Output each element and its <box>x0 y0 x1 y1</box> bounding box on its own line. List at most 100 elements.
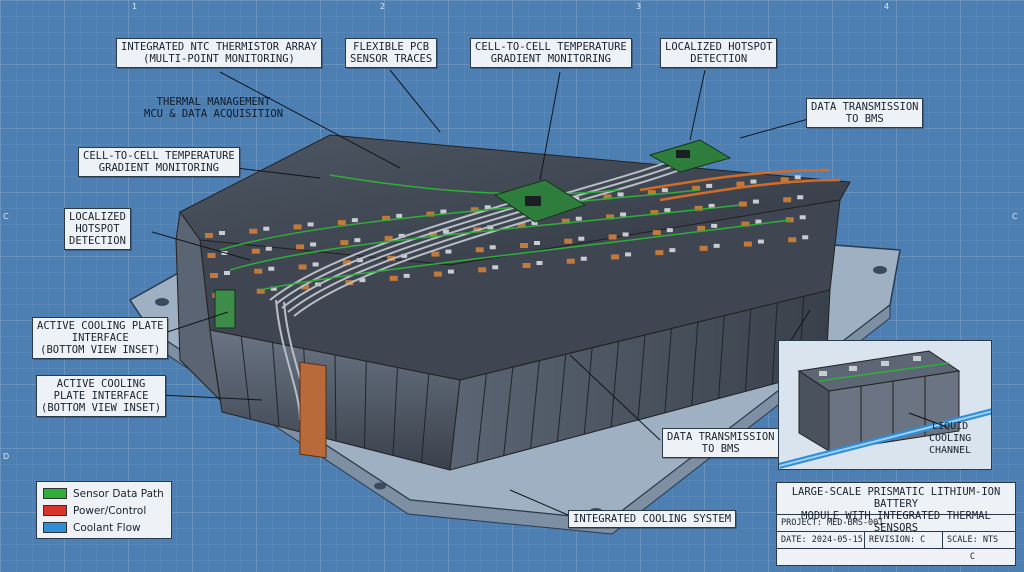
callout-line: GRADIENT MONITORING <box>490 53 611 65</box>
cell-terminal <box>536 261 543 265</box>
cell-terminal <box>442 229 449 234</box>
cell-terminal <box>354 238 361 243</box>
cell-terminal <box>342 260 351 266</box>
cell-terminal <box>426 211 435 217</box>
cell-terminal <box>799 215 806 220</box>
callout-data-bms-bottom: DATA TRANSMISSION TO BMS <box>662 428 780 458</box>
callout-integrated-cooling: INTEGRATED COOLING SYSTEM <box>568 510 737 528</box>
leader-lines <box>142 69 813 516</box>
cell-terminal <box>780 177 789 183</box>
cell-terminal <box>578 236 585 241</box>
cell-terminal <box>573 196 580 201</box>
cell-terminal <box>298 264 307 270</box>
cell-divider <box>610 341 620 428</box>
cell-terminal <box>301 284 310 290</box>
cell-terminal <box>492 265 499 270</box>
cell-terminal <box>750 179 757 184</box>
power-lines <box>639 168 841 202</box>
callout-line: ACTIVE COOLING <box>56 378 146 390</box>
cell-terminal <box>794 175 801 180</box>
legend-label: Sensor Data Path <box>73 487 164 500</box>
cell-terminal <box>611 254 620 260</box>
cell-terminal <box>401 253 408 258</box>
cell-terminal <box>520 243 528 248</box>
cell-terminal <box>440 209 447 214</box>
cell-terminal <box>706 183 713 188</box>
legend-item-coolant: Coolant Flow <box>43 519 165 536</box>
cell-divider <box>421 373 430 463</box>
legend-swatch <box>43 488 67 499</box>
drawing-date: DATE: 2024-05-15 <box>777 532 865 548</box>
legend-item-power: Power/Control <box>43 502 165 519</box>
cell-terminal <box>741 221 750 227</box>
cell-terminal <box>617 192 624 197</box>
cell-terminal <box>296 244 305 250</box>
cell-terminal <box>293 224 302 230</box>
callout-gradient-left: CELL-TO-CELL TEMPERATURE GRADIENT MONITO… <box>78 147 240 177</box>
side-connector <box>299 361 327 459</box>
callout-line: (BOTTOM VIEW INSET) <box>40 344 161 356</box>
callout-line: THERMAL MANAGEMENT <box>156 96 271 108</box>
cell-terminal <box>655 250 664 256</box>
cell-terminal <box>489 245 496 250</box>
callout-line: ACTIVE COOLING PLATE <box>37 320 164 332</box>
drawing-revision: REVISION: C <box>865 532 943 548</box>
cell-terminal <box>337 220 346 226</box>
legend-label: Coolant Flow <box>73 521 141 534</box>
cell-terminal <box>713 243 720 248</box>
callout-line: CELL-TO-CELL TEMPERATURE <box>83 150 235 162</box>
cell-terminal <box>603 194 612 200</box>
cell-terminal <box>224 271 230 275</box>
ruler-mark: 1 <box>132 2 138 11</box>
cell-terminal <box>254 268 263 274</box>
callout-line: DATA TRANSMISSION <box>667 431 775 443</box>
cell-terminal <box>694 205 703 211</box>
cell-terminal <box>561 218 570 224</box>
cell-terminal <box>433 271 442 277</box>
side-pcb <box>214 289 236 329</box>
cell-terminal <box>447 269 454 274</box>
cell-terminal <box>470 207 479 213</box>
cell-terminal <box>351 218 358 223</box>
title-block: LARGE-SCALE PRISMATIC LITHIUM-ION BATTER… <box>776 482 1016 566</box>
cell-divider <box>637 334 646 421</box>
sensor-traces <box>219 174 791 291</box>
cell-terminal <box>738 201 747 207</box>
cell-terminal <box>650 210 659 216</box>
callout-hotspot-left: LOCALIZED HOTSPOT DETECTION <box>64 208 131 250</box>
cell-terminal <box>210 273 218 278</box>
legend-swatch <box>43 522 67 533</box>
cell-terminal <box>788 237 797 243</box>
callout-line: COOLING <box>929 433 972 444</box>
callout-line: HOTSPOT <box>75 223 120 235</box>
callout-line: (MULTI-POINT MONITORING) <box>143 53 295 65</box>
callout-line: DETECTION <box>69 235 126 247</box>
cell-divider <box>530 360 540 449</box>
cell-divider <box>392 367 398 456</box>
cell-terminal <box>692 185 701 191</box>
callout-line: TO BMS <box>701 443 740 455</box>
cell-terminal <box>622 232 629 237</box>
callout-gradient-top: CELL-TO-CELL TEMPERATURE GRADIENT MONITO… <box>470 38 632 68</box>
callout-cooling-plate-2: ACTIVE COOLING PLATE INTERFACE (BOTTOM V… <box>36 375 167 417</box>
callout-hotspot-top: LOCALIZED HOTSPOT DETECTION <box>660 38 778 68</box>
date-row: DATE: 2024-05-15 REVISION: C SCALE: NTS <box>777 532 1015 549</box>
callout-line: LOCALIZED HOTSPOT <box>665 41 773 53</box>
cell-terminal <box>268 266 275 271</box>
cell-terminal <box>431 251 440 257</box>
cell-terminal <box>356 258 363 263</box>
cell-terminal <box>398 233 405 238</box>
cell-terminal <box>606 214 615 220</box>
ruler-mark: C <box>3 212 9 221</box>
ruler-mark: 2 <box>380 2 386 11</box>
callout-data-bms-top: DATA TRANSMISSION TO BMS <box>806 98 924 128</box>
ruler-mark: C <box>1012 212 1018 221</box>
callout-cooling-plate-1: ACTIVE COOLING PLATE INTERFACE (BOTTOM V… <box>32 317 169 359</box>
cell-terminal <box>428 231 437 237</box>
cell-divider <box>718 315 725 399</box>
cell-terminal <box>270 286 277 291</box>
callout-ntc-array: INTEGRATED NTC THERMISTOR ARRAY (MULTI-P… <box>116 38 322 68</box>
legend-swatch <box>43 505 67 516</box>
edge-pcb <box>648 139 732 173</box>
callout-line: CHANNEL <box>929 445 972 456</box>
